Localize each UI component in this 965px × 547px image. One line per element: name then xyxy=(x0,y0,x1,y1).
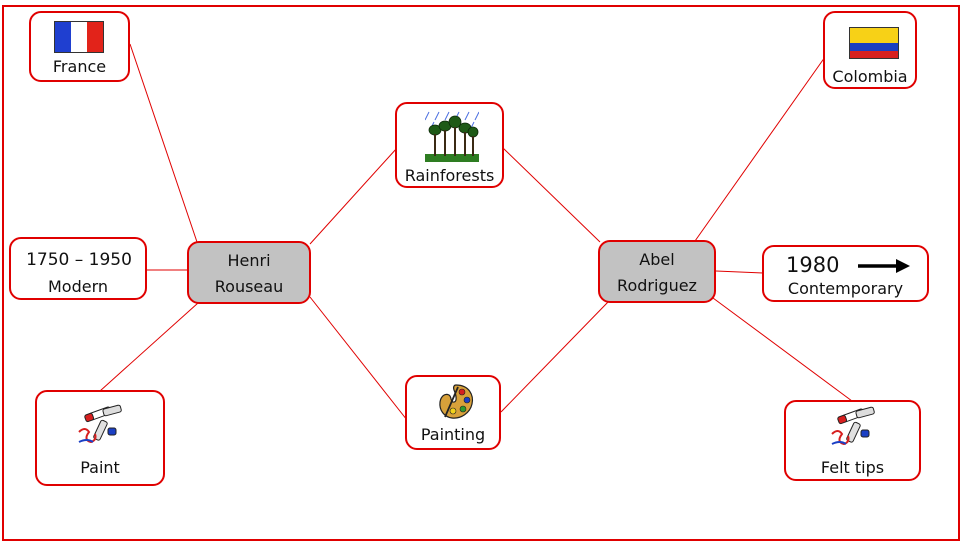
modern-years: 1750 – 1950 xyxy=(26,250,132,270)
paint-label: Paint xyxy=(80,458,120,477)
hub-rouseau-line2: Rouseau xyxy=(214,277,284,296)
node-modern[interactable]: 1750 – 1950 Modern xyxy=(9,237,147,300)
rainforests-label: Rainforests xyxy=(404,166,495,185)
france-label: France xyxy=(52,57,107,76)
france-flag-icon xyxy=(54,21,104,53)
link-rodriguez-felt-tips xyxy=(712,297,853,402)
link-rodriguez-colombia xyxy=(694,56,826,242)
node-contemporary[interactable]: 1980 Contemporary xyxy=(762,245,929,302)
hub-rodriguez-line2: Rodriguez xyxy=(617,276,697,295)
link-rouseau-paint xyxy=(99,302,199,392)
arrow-right-icon xyxy=(858,259,910,273)
diagram-frame xyxy=(2,5,960,541)
contemporary-label: Contemporary xyxy=(787,279,904,298)
hub-abel-rodriguez[interactable]: Abel Rodriguez xyxy=(598,240,716,303)
link-rodriguez-rainforests xyxy=(502,147,601,243)
link-rodriguez-contemporary xyxy=(715,270,765,274)
timeline-1750-1950: 1750 – 1950 xyxy=(17,248,141,272)
timeline-1980-onward: 1980 xyxy=(774,252,918,278)
node-france[interactable]: France xyxy=(29,11,130,82)
colombia-flag-icon xyxy=(849,27,899,59)
node-rainforests[interactable]: Rainforests xyxy=(395,102,504,188)
paint-markers-icon xyxy=(78,404,122,444)
painting-label: Painting xyxy=(420,425,486,444)
felt-tip-pens-icon xyxy=(831,406,875,446)
link-rodriguez-painting xyxy=(500,300,610,413)
link-rouseau-painting xyxy=(309,296,408,421)
node-colombia[interactable]: Colombia xyxy=(823,11,917,89)
hub-henri-rouseau[interactable]: Henri Rouseau xyxy=(187,241,311,304)
palette-icon xyxy=(439,384,474,419)
hub-rodriguez-line1: Abel xyxy=(639,250,675,269)
colombia-label: Colombia xyxy=(832,67,908,86)
link-rouseau-rainforests xyxy=(309,147,398,245)
rainforest-icon xyxy=(425,110,479,162)
node-felt-tips[interactable]: Felt tips xyxy=(784,400,921,481)
modern-label: Modern xyxy=(47,277,109,296)
hub-rouseau-line1: Henri xyxy=(227,251,271,270)
link-rouseau-france xyxy=(129,43,198,243)
node-painting[interactable]: Painting xyxy=(405,375,501,450)
contemporary-year: 1980 xyxy=(786,253,840,277)
felt-tips-label: Felt tips xyxy=(820,458,885,477)
node-paint[interactable]: Paint xyxy=(35,390,165,486)
